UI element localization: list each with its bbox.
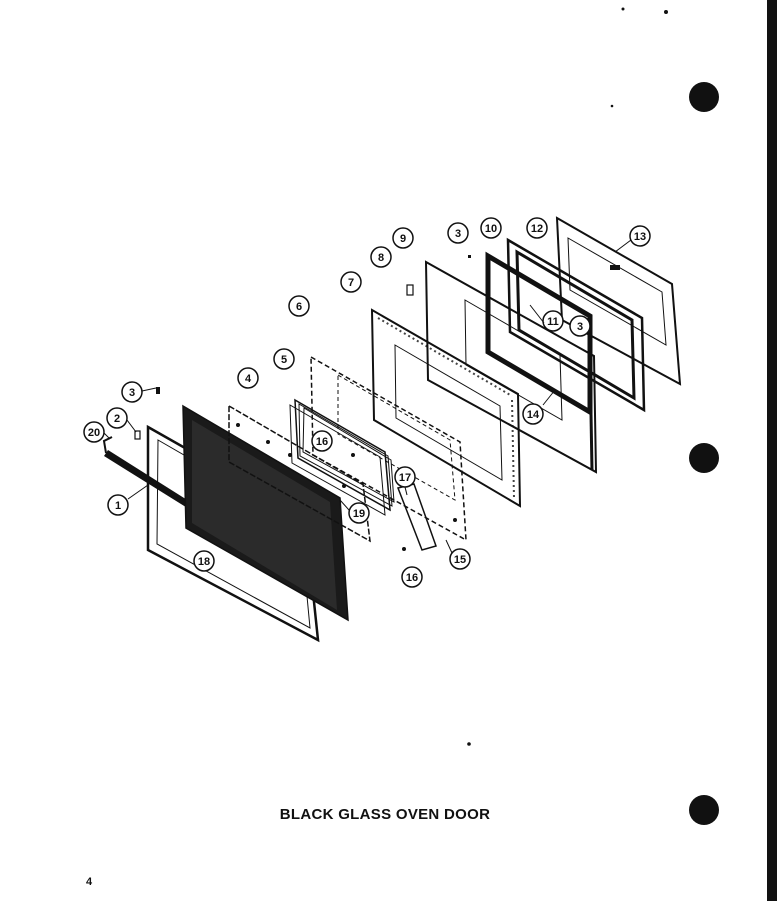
page-number: 4 (86, 876, 93, 888)
svg-text:15: 15 (454, 554, 466, 566)
leader-lines (103, 239, 632, 554)
svg-text:3: 3 (455, 228, 461, 240)
callout-13: 13 (629, 225, 651, 247)
callout-2: 2 (106, 407, 128, 429)
svg-text:16: 16 (406, 572, 418, 584)
svg-text:20: 20 (88, 427, 100, 439)
svg-text:3: 3 (129, 387, 135, 399)
callout-6: 6 (288, 295, 310, 317)
callout-18: 18 (193, 550, 215, 572)
callout-3a: 3 (121, 381, 143, 403)
binder-hole-middle (689, 443, 719, 473)
svg-text:7: 7 (348, 277, 354, 289)
door-back-panel (555, 216, 682, 386)
svg-text:9: 9 (400, 233, 406, 245)
callout-16b: 16 (401, 566, 423, 588)
svg-text:17: 17 (399, 472, 411, 484)
svg-text:2: 2 (114, 413, 120, 425)
svg-text:5: 5 (281, 354, 287, 366)
svg-text:18: 18 (198, 556, 210, 568)
diagram-title: BLACK GLASS OVEN DOOR (279, 806, 491, 823)
callout-10: 10 (480, 217, 502, 239)
specks (402, 7, 668, 746)
callout-20: 20 (83, 421, 105, 443)
svg-text:12: 12 (531, 223, 543, 235)
svg-text:4: 4 (245, 373, 252, 385)
callout-labels: 1 2 3 4 5 6 7 8 9 3 10 12 13 11 3 14 16 … (83, 217, 651, 588)
svg-text:1: 1 (115, 500, 121, 512)
svg-text:3: 3 (577, 321, 583, 333)
callout-8: 8 (370, 246, 392, 268)
callout-9: 9 (392, 227, 414, 249)
callout-19: 19 (348, 502, 370, 524)
glass-pack (289, 398, 395, 516)
callout-7: 7 (340, 271, 362, 293)
insulation-panel (310, 355, 467, 542)
clip-strip (396, 483, 437, 551)
binder-hole-top (689, 82, 719, 112)
small-parts (134, 255, 471, 522)
callout-3c: 3 (569, 315, 591, 337)
svg-text:8: 8 (378, 252, 384, 264)
callout-3b: 3 (447, 222, 469, 244)
svg-text:14: 14 (527, 409, 540, 421)
svg-text:10: 10 (485, 223, 497, 235)
black-glass-panel (182, 404, 349, 622)
svg-text:13: 13 (634, 231, 646, 243)
callout-1: 1 (107, 494, 129, 516)
svg-text:19: 19 (353, 508, 365, 520)
callout-12: 12 (526, 217, 548, 239)
callout-4: 4 (237, 367, 259, 389)
callout-5: 5 (273, 348, 295, 370)
svg-text:6: 6 (296, 301, 302, 313)
door-gasket (485, 251, 593, 417)
callout-16a: 16 (311, 430, 333, 452)
callout-11: 11 (542, 310, 564, 332)
gasket-retainer-frame (506, 237, 646, 413)
svg-text:11: 11 (547, 316, 559, 328)
binder-hole-bottom (689, 795, 719, 825)
inner-door-frame (370, 308, 522, 508)
page-edge-bar (767, 0, 777, 901)
callout-14: 14 (522, 403, 544, 425)
callout-15: 15 (449, 548, 471, 570)
callout-17: 17 (394, 466, 416, 488)
svg-text:16: 16 (316, 436, 328, 448)
